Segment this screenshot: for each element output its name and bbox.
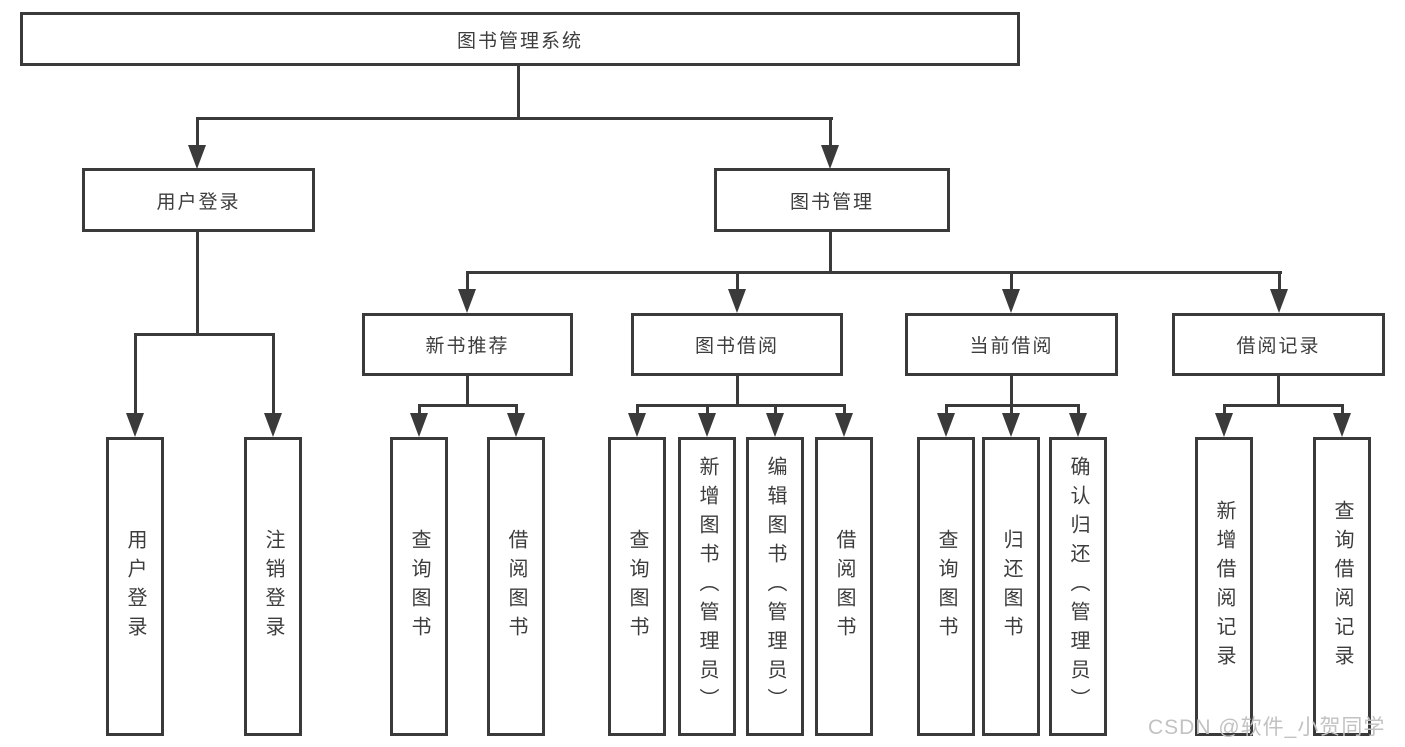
leaf-user-login: 用户登录 — [106, 437, 164, 736]
connector-stem-nb2 — [515, 404, 518, 415]
connector-stem-br2 — [1341, 404, 1344, 415]
node-root-label: 图书管理系统 — [456, 30, 583, 52]
leaf-bb-edit-books-admin: 编辑图书（管理员） — [746, 437, 804, 736]
connector-stem-user-login — [196, 117, 199, 147]
connector-stem-current-borrow — [1010, 271, 1013, 291]
leaf-cb-query-books-label: 查询图书 — [935, 528, 957, 645]
arrow-book-mgmt — [821, 145, 839, 169]
node-borrow-records-label: 借阅记录 — [1236, 336, 1321, 357]
connector-stem-cb2 — [1010, 404, 1013, 415]
leaf-bb-add-books-admin-label: 新增图书（管理员） — [696, 456, 718, 717]
connector-new-books-bar — [418, 404, 518, 407]
leaf-br-add-record-label: 新增借阅记录 — [1213, 499, 1235, 674]
connector-book-trunk — [829, 230, 832, 273]
connector-stem-br1 — [1223, 404, 1226, 415]
arrow-cb1 — [937, 413, 955, 437]
connector-stem-new-books — [466, 271, 469, 291]
node-user-login-label: 用户登录 — [156, 191, 241, 213]
connector-stem-bb4 — [843, 404, 846, 415]
arrow-current-borrow — [1002, 289, 1020, 313]
connector-stem-bb3 — [774, 404, 777, 415]
arrow-bb2 — [698, 413, 716, 437]
connector-borrow-records-trunk — [1277, 374, 1280, 406]
arrow-br2 — [1333, 413, 1351, 437]
connector-book-borrow-bar — [636, 404, 846, 407]
leaf-bb-borrow-books: 借阅图书 — [815, 437, 873, 736]
arrow-cb3 — [1069, 413, 1087, 437]
csdn-watermark: CSDN @软件_小贺同学 — [1148, 716, 1386, 739]
arrow-bb4 — [835, 413, 853, 437]
node-book-borrow-label: 图书借阅 — [694, 336, 779, 357]
leaf-bb-edit-books-admin-label: 编辑图书（管理员） — [764, 456, 786, 717]
arrow-nb1 — [410, 413, 428, 437]
arrow-logout-leaf — [264, 413, 282, 437]
connector-stem-cb1 — [945, 404, 948, 415]
connector-current-borrow-trunk — [1010, 374, 1013, 406]
node-user-login: 用户登录 — [82, 168, 315, 232]
connector-new-books-trunk — [466, 374, 469, 406]
leaf-user-login-label: 用户登录 — [124, 528, 146, 645]
arrow-new-books — [458, 289, 476, 313]
node-current-borrow-label: 当前借阅 — [969, 336, 1054, 357]
leaf-bb-borrow-books-label: 借阅图书 — [833, 528, 855, 645]
arrow-nb2 — [507, 413, 525, 437]
connector-stem-cb3 — [1077, 404, 1080, 415]
node-borrow-records: 借阅记录 — [1172, 313, 1385, 376]
leaf-cb-return-books: 归还图书 — [982, 437, 1040, 736]
leaf-nb-query-books-label: 查询图书 — [408, 528, 430, 645]
leaf-cb-confirm-return-admin: 确认归还（管理员） — [1049, 437, 1107, 736]
arrow-borrow-records — [1270, 289, 1288, 313]
leaf-br-query-record: 查询借阅记录 — [1313, 437, 1371, 736]
connector-book-split — [466, 271, 1282, 274]
leaf-bb-query-books-label: 查询图书 — [626, 528, 648, 645]
connector-book-borrow-trunk — [736, 374, 739, 406]
node-current-borrow: 当前借阅 — [905, 313, 1118, 376]
connector-user-trunk — [196, 230, 199, 335]
connector-root-trunk — [517, 64, 520, 119]
connector-stem-book-mgmt — [829, 117, 832, 147]
arrow-login-leaf — [126, 413, 144, 437]
arrow-bb3 — [766, 413, 784, 437]
leaf-cb-return-books-label: 归还图书 — [1000, 528, 1022, 645]
connector-user-split — [134, 333, 275, 336]
connector-borrow-records-bar — [1223, 404, 1344, 407]
leaf-logout-label: 注销登录 — [262, 528, 284, 645]
connector-stem-borrow-records — [1278, 271, 1281, 291]
arrow-bb1 — [628, 413, 646, 437]
leaf-nb-query-books: 查询图书 — [390, 437, 448, 736]
leaf-bb-query-books: 查询图书 — [608, 437, 666, 736]
connector-stem-book-borrow — [736, 271, 739, 291]
leaf-nb-borrow-books: 借阅图书 — [487, 437, 545, 736]
leaf-cb-query-books: 查询图书 — [917, 437, 975, 736]
node-book-borrow: 图书借阅 — [631, 313, 843, 376]
connector-stem-logout-leaf — [272, 333, 275, 415]
leaf-logout: 注销登录 — [244, 437, 302, 736]
connector-stem-bb1 — [636, 404, 639, 415]
connector-stem-bb2 — [706, 404, 709, 415]
leaf-cb-confirm-return-admin-label: 确认归还（管理员） — [1067, 456, 1089, 717]
connector-stem-login-leaf — [134, 333, 137, 415]
leaf-bb-add-books-admin: 新增图书（管理员） — [678, 437, 736, 736]
connector-main-split — [196, 117, 833, 120]
leaf-br-add-record: 新增借阅记录 — [1195, 437, 1253, 736]
node-book-management: 图书管理 — [714, 168, 950, 232]
arrow-br1 — [1215, 413, 1233, 437]
leaf-br-query-record-label: 查询借阅记录 — [1331, 499, 1353, 674]
connector-stem-nb1 — [418, 404, 421, 415]
node-book-management-label: 图书管理 — [789, 191, 874, 213]
arrow-user-login — [188, 145, 206, 169]
arrow-book-borrow — [728, 289, 746, 313]
arrow-cb2 — [1002, 413, 1020, 437]
node-root: 图书管理系统 — [20, 12, 1020, 66]
leaf-nb-borrow-books-label: 借阅图书 — [505, 528, 527, 645]
node-new-books: 新书推荐 — [362, 313, 573, 376]
node-new-books-label: 新书推荐 — [425, 336, 510, 357]
